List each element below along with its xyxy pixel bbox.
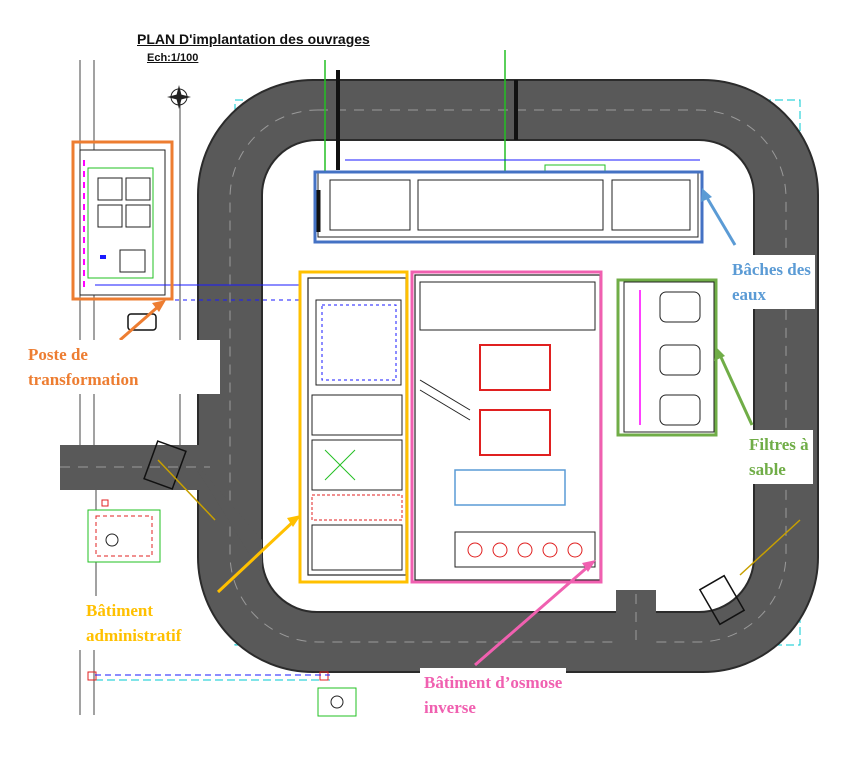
label-poste-line2: transformation — [28, 370, 139, 389]
annotation-arrows — [119, 188, 754, 667]
label-baches-line1: Bâches des — [732, 260, 811, 279]
batiment-osmose-drawing — [414, 274, 601, 581]
baches-eaux-box — [313, 170, 704, 244]
label-poste-line1: Poste de — [28, 345, 88, 364]
north-arrow-icon — [167, 85, 191, 109]
label-filtres-line1: Filtres à — [749, 435, 809, 454]
label-osmose-line2: inverse — [424, 698, 476, 717]
label-admin-line1: Bâtiment — [86, 601, 154, 620]
label-poste-transformation: Poste de transformation — [22, 340, 220, 394]
poste-transformation-drawing — [79, 149, 166, 296]
plan-title: PLAN D'implantation des ouvrages — [137, 31, 370, 47]
batiment-administratif-drawing — [307, 277, 407, 576]
filtres-sable-drawing — [623, 281, 715, 433]
label-filtres-line2: sable — [749, 460, 786, 479]
label-batiment-administratif: Bâtiment administratif — [82, 596, 186, 650]
baches-eaux-drawing — [315, 50, 700, 238]
label-admin-line2: administratif — [86, 626, 182, 645]
label-osmose-line1: Bâtiment d’osmose — [424, 673, 563, 692]
label-filtres-sable: Filtres à sable — [745, 430, 813, 484]
batiment-administratif-box — [298, 270, 409, 584]
vehicles — [127, 313, 801, 626]
plan-scale: Ech:1/100 — [147, 52, 199, 64]
label-baches-eaux: Bâches des eaux — [728, 255, 815, 309]
guard-booth-drawing — [87, 499, 357, 717]
label-baches-line2: eaux — [732, 285, 766, 304]
label-batiment-osmose: Bâtiment d’osmose inverse — [420, 668, 567, 722]
batiment-osmose-box — [410, 270, 603, 584]
poste-transformation-box — [71, 140, 174, 301]
